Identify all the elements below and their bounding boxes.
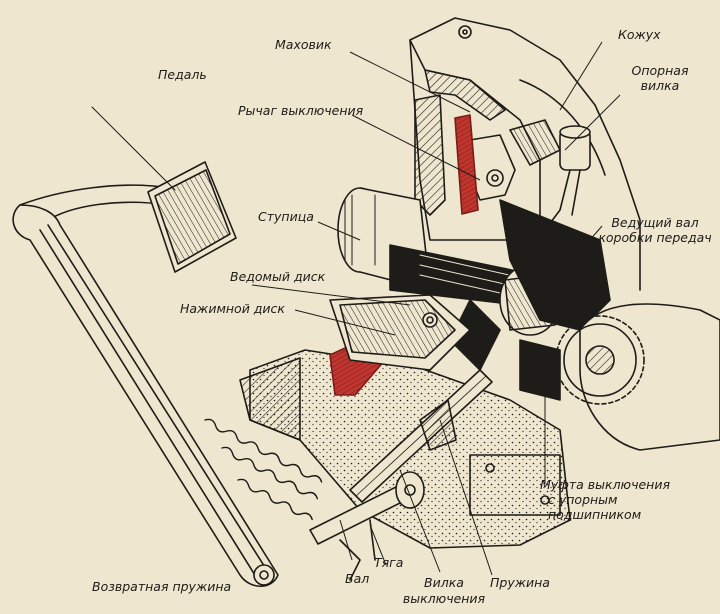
label-spring: Пружина — [490, 575, 550, 590]
return-springs — [204, 418, 323, 521]
gear-ring — [555, 303, 720, 451]
pedal-lever — [12, 184, 279, 588]
label-release-clutch-line2: с упорным — [548, 492, 618, 507]
friction-lining-upper — [454, 114, 479, 215]
support-fork — [544, 125, 591, 231]
label-shaft: Вал — [345, 571, 370, 586]
label-hub: Ступица — [258, 209, 314, 224]
label-input-shaft-line2: коробки передач — [598, 230, 712, 245]
pressure-plate — [329, 294, 471, 371]
release-fork-rod — [349, 369, 493, 503]
label-release-clutch-line1: Муфта выключения — [540, 477, 670, 492]
label-pedal: Педаль — [158, 67, 207, 82]
label-pressure-disc: Нажимной диск — [180, 301, 285, 316]
label-release-fork-line2: выключения — [402, 591, 486, 606]
label-release-lever: Рычаг выключения — [238, 103, 364, 118]
pedal-pad — [91, 106, 237, 273]
label-return-spring: Возвратная пружина — [92, 579, 232, 594]
label-driven-disc: Ведомый диск — [230, 269, 326, 284]
label-housing: Кожух — [618, 27, 661, 42]
label-flywheel: Маховик — [275, 37, 332, 52]
label-support-fork-line2: вилка — [640, 78, 680, 93]
label-rod: Тяга — [374, 555, 404, 570]
label-release-fork-line1: Вилка — [424, 575, 464, 590]
leader-lines — [251, 41, 621, 576]
label-input-shaft-line1: Ведущий вал — [611, 215, 699, 230]
label-support-fork-line1: Опорная — [631, 63, 689, 78]
label-release-clutch-line3: подшипником — [548, 507, 642, 522]
